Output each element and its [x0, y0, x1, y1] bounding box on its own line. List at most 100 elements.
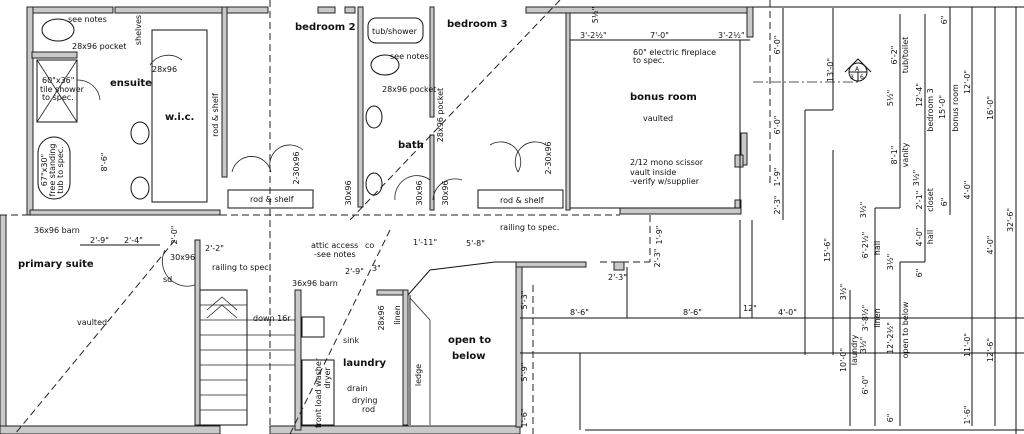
- room-label-bonus-room: bonus room: [630, 92, 697, 103]
- dimension-label: 3½": [859, 202, 868, 219]
- door-label: 30x96: [415, 180, 424, 205]
- dimension-label: linen: [873, 308, 882, 328]
- dimension-label: 2'-0": [170, 226, 179, 245]
- dimension-label: 2'-2": [205, 244, 224, 253]
- fixture-label: sink: [343, 336, 359, 345]
- walls: [0, 6, 754, 434]
- dimension-label: 32'-6": [1006, 208, 1015, 232]
- door-label: 28x96 pocket: [436, 88, 445, 142]
- labels: ensuite w.i.c. bedroom 2 bedroom 3 bath bonus…: [18, 7, 1015, 428]
- dimension-label: 3½": [859, 337, 868, 354]
- dimension-label: 2'-1": [915, 191, 924, 210]
- dimension-label: 1'-9": [773, 168, 782, 187]
- note: see notes: [390, 52, 429, 61]
- door-label: 30x96: [344, 180, 353, 205]
- dimension-label: 2'-3": [773, 196, 782, 215]
- fixture-label: tub/shower: [372, 27, 418, 36]
- door-label: 28x96: [377, 305, 386, 330]
- dimension-label: 1'-6": [963, 406, 972, 425]
- section-marker: A 3 6: [844, 58, 872, 82]
- dimension-label: bonus room: [951, 84, 960, 132]
- dimension-label: 16'-0": [986, 96, 995, 120]
- dimension-label: 5'-9": [520, 363, 529, 382]
- dimension-label: 11'-0": [963, 333, 972, 357]
- dimension-label: 10'-0": [839, 348, 848, 372]
- dimension-label: 12'-6": [986, 338, 995, 362]
- dimension-label: laundry: [850, 335, 859, 366]
- note: vault inside: [630, 168, 676, 177]
- note: -see notes: [314, 250, 356, 259]
- note: shelves: [134, 15, 143, 45]
- note: 2/12 mono scissor: [630, 158, 704, 167]
- dimension-label: vanity: [901, 142, 910, 167]
- dimension-label: open to below: [901, 301, 910, 358]
- dimension-label: 4'-0": [986, 236, 995, 255]
- dimension-label: 6": [940, 16, 949, 25]
- dimension-label: closet: [926, 188, 935, 212]
- door-label: 30x96: [170, 253, 195, 262]
- note: attic access: [311, 241, 358, 250]
- door-label: 28x96: [152, 65, 177, 74]
- room-label-primary-suite: primary suite: [18, 259, 94, 270]
- room-label-bedroom-3: bedroom 3: [447, 19, 508, 30]
- dimension-label: 8'-6": [100, 153, 109, 172]
- dimension-label: 4'-0": [915, 228, 924, 247]
- dimension-label: 6'-0": [861, 376, 870, 395]
- room-label-bedroom-2: bedroom 2: [295, 22, 356, 33]
- dimension-label: tub/toilet: [901, 37, 910, 74]
- dashed-lines: [0, 0, 860, 434]
- dimension-label: hall: [873, 241, 882, 255]
- dimension-label: 6": [940, 198, 949, 207]
- note: vaulted: [77, 318, 107, 327]
- dimension-label: 6'-2½": [861, 232, 870, 259]
- dimension-label: 12": [743, 304, 757, 313]
- dimension-label: 3'-8½": [861, 305, 870, 332]
- note: see notes: [68, 15, 107, 24]
- dimension-label: 5'-8": [466, 239, 485, 248]
- dimension-label: 5'-3": [520, 291, 529, 310]
- note: vaulted: [643, 114, 673, 123]
- dimension-label: 2'-9": [90, 236, 109, 245]
- note: tile shower: [40, 85, 85, 94]
- note: tub to spec.: [56, 146, 65, 194]
- room-label-open-to: open to: [448, 335, 491, 346]
- door-label: 28x96 pocket: [72, 42, 126, 51]
- dimension-label: 8'-6": [683, 308, 702, 317]
- dimension-label: 6'-0": [773, 36, 782, 55]
- dimension-label: 6'-0": [773, 116, 782, 135]
- note: rod & shelf: [211, 93, 220, 137]
- note: to spec.: [42, 93, 74, 102]
- note: rod & shelf: [500, 196, 544, 205]
- note: railing to spec.: [500, 223, 559, 232]
- room-label-below: below: [452, 351, 485, 362]
- dimension-label: 8'-1": [890, 146, 899, 165]
- dimension-label: 4'-0": [778, 308, 797, 317]
- dimension-label: 1'-6": [520, 409, 529, 428]
- note: 60" electric fireplace: [633, 48, 716, 57]
- room-label-bath: bath: [398, 140, 424, 151]
- room-label-wic: w.i.c.: [165, 112, 194, 123]
- note: free standing: [48, 143, 57, 196]
- note: drying: [352, 396, 377, 405]
- dimension-lines: [80, 6, 1024, 434]
- dimension-label: 2'-3": [653, 249, 662, 268]
- door-label: 36x96 barn: [292, 279, 338, 288]
- dimension-label: 1'-11": [413, 238, 437, 247]
- dimension-label: 7'-0": [650, 31, 669, 40]
- dimension-label: 5½": [591, 7, 600, 24]
- room-label-ensuite: ensuite: [110, 78, 152, 89]
- room-label-laundry: laundry: [343, 358, 387, 369]
- dimension-label: 13'-0": [826, 58, 835, 82]
- note: railing to spec.: [212, 263, 271, 272]
- door-label: 2-30x96: [544, 141, 553, 174]
- note: drain: [347, 384, 368, 393]
- door-label: 28x96 pocket: [382, 85, 436, 94]
- dimension-label: 2'-3": [608, 273, 627, 282]
- note: ledge: [414, 364, 423, 386]
- dimension-label: 2'-9": [345, 267, 364, 276]
- dimension-label: 15'-0": [938, 95, 947, 119]
- dimension-label: hall: [926, 230, 935, 244]
- detector-label: sd: [163, 275, 172, 284]
- dimension-label: 15'-6": [823, 238, 832, 262]
